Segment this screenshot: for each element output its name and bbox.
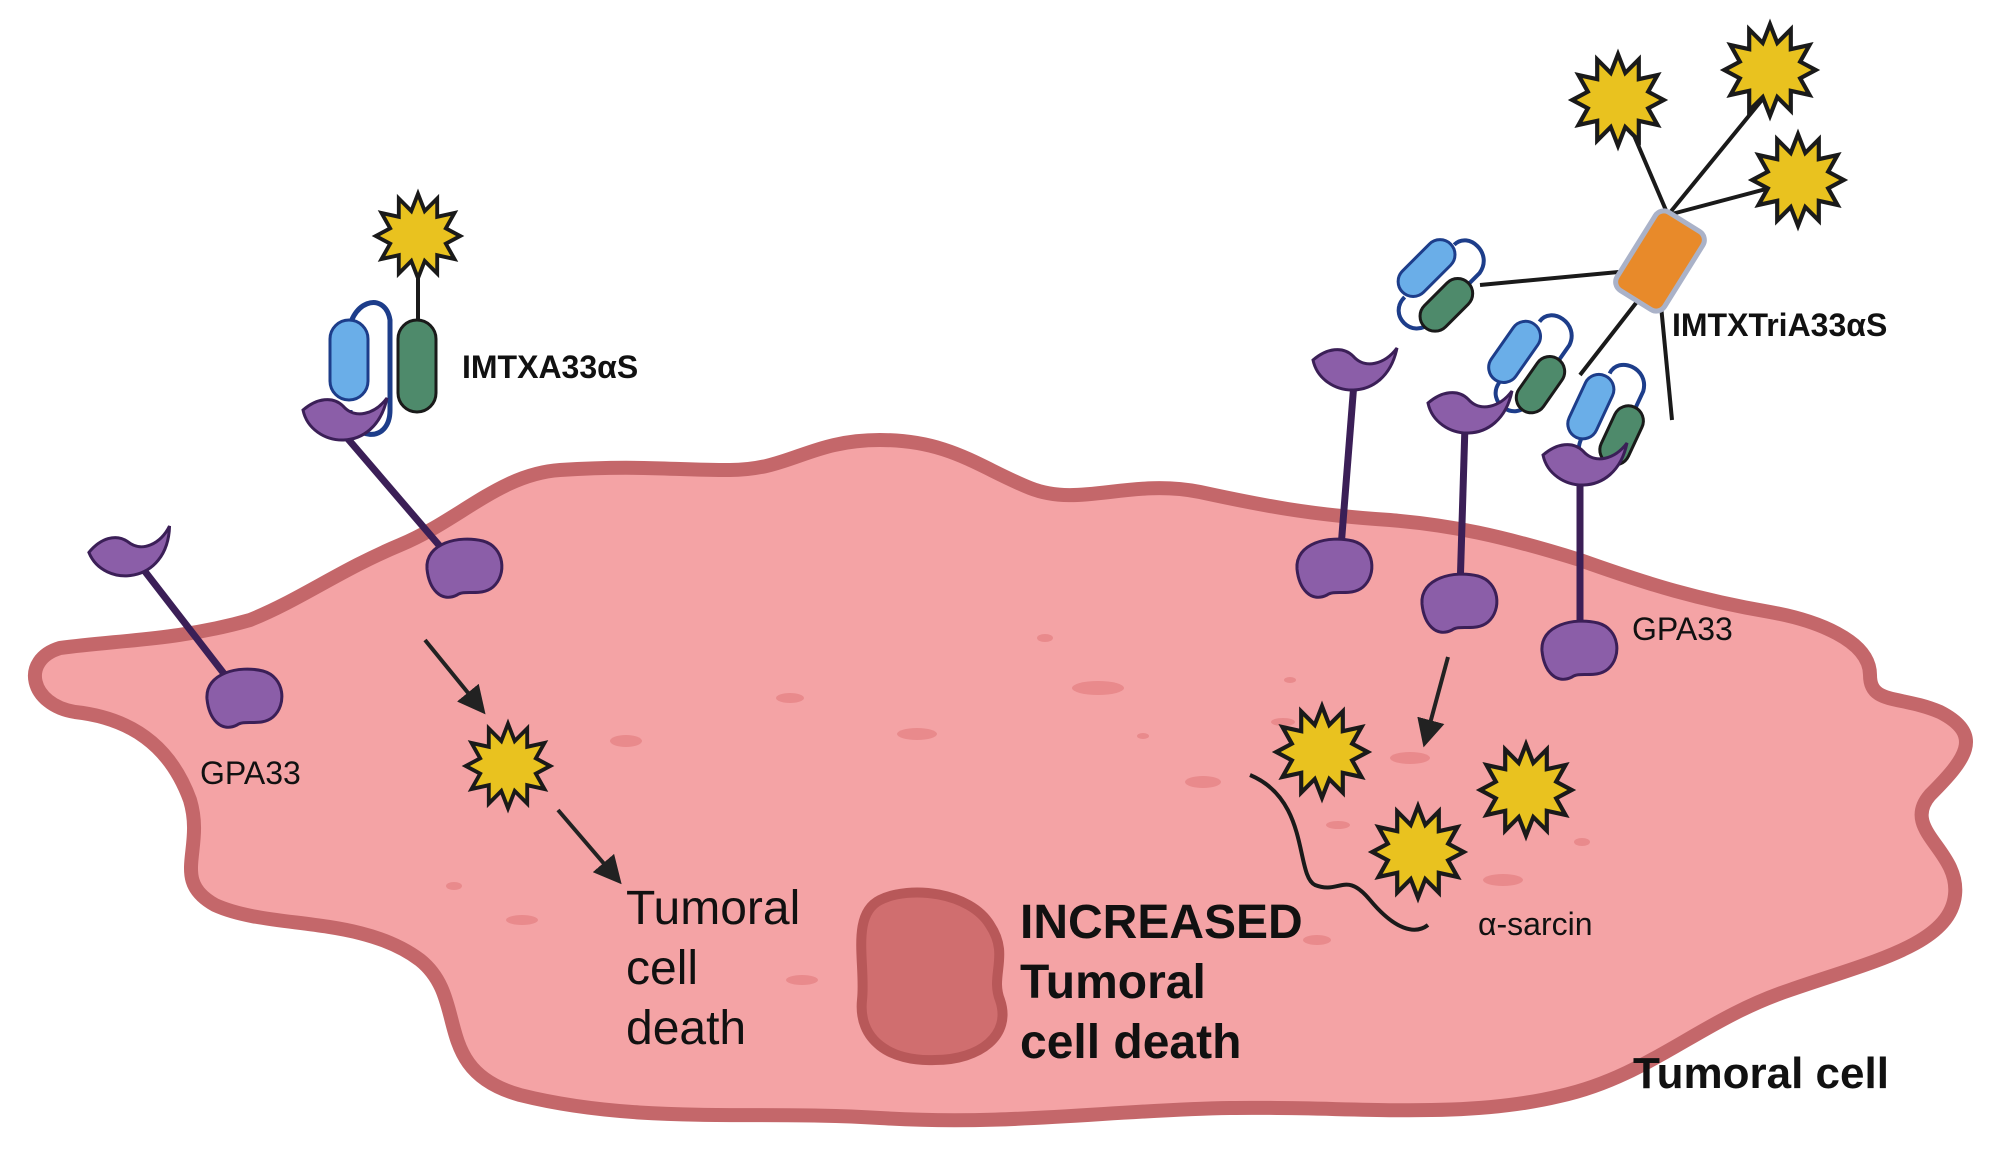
gpa33-label-right: GPA33 [1632, 611, 1733, 647]
tumoral-cell-label: Tumoral cell [1633, 1049, 1889, 1098]
membrane-anchor-icon [1540, 619, 1619, 681]
imtxtria33as-label: IMTXTriA33αS [1672, 307, 1887, 343]
alpha-sarcin-star-icon [1724, 24, 1816, 116]
alpha-sarcin-star-icon [1752, 134, 1844, 226]
imtxa33as-label: IMTXA33αS [462, 349, 638, 385]
scfv-fragment-icon [1487, 313, 1574, 415]
alpha-sarcin-label: α-sarcin [1478, 906, 1593, 942]
rna-strand [1249, 773, 1430, 932]
death-line-1: Tumoral [626, 882, 800, 935]
vl-domain-icon [396, 318, 438, 414]
scfv-fragment-icon [1396, 238, 1486, 333]
death-line-3: death [626, 1002, 746, 1055]
imtxtria33as-construct [1295, 24, 1844, 681]
increased-line-1: INCREASED [1020, 896, 1303, 949]
alpha-sarcin-star-icon [1572, 54, 1664, 146]
death-line-2: cell [626, 942, 698, 995]
membrane-anchor-icon [425, 537, 504, 599]
vh-domain-icon [328, 318, 370, 402]
trimer-internalization [1249, 656, 1572, 932]
gpa33-receptor-icon [85, 524, 179, 584]
membrane-anchor-icon [205, 667, 284, 729]
tumoral-cell [27, 433, 1973, 1128]
gpa33-receptor-icon [1426, 389, 1514, 435]
increased-line-2: Tumoral [1020, 956, 1206, 1009]
increased-line-3: cell death [1020, 1016, 1241, 1069]
membrane-anchor-icon [1295, 537, 1374, 599]
cell-nucleus [856, 887, 1008, 1066]
alpha-sarcin-star-icon [373, 191, 463, 281]
gpa33-label-left: GPA33 [200, 755, 301, 791]
monomer-internalization [423, 638, 622, 885]
gpa33-receptor-free [85, 524, 284, 729]
trimerization-core-icon [1613, 208, 1707, 314]
membrane-anchor-icon [1420, 572, 1499, 634]
imtxa33as-construct [301, 191, 504, 599]
gpa33-receptor-icon [1311, 346, 1399, 392]
increased-death-label: INCREASED Tumoral cell death [1020, 896, 1303, 1069]
tumoral-cell-death-label: Tumoral cell death [626, 882, 800, 1055]
